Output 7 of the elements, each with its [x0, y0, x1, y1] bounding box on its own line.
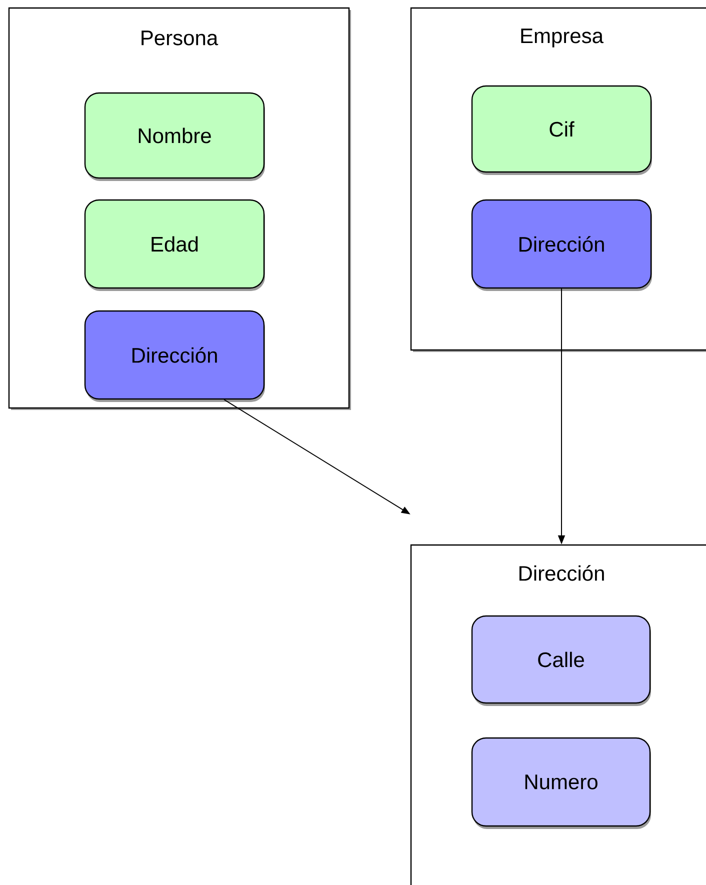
- attribute-box: Cif: [471, 85, 652, 175]
- attribute-box: Dirección: [84, 310, 265, 402]
- attribute-box: Nombre: [84, 92, 265, 181]
- attribute-box: Dirección: [471, 199, 652, 291]
- attribute-box: Numero: [471, 737, 652, 829]
- attribute-box: Calle: [471, 615, 652, 706]
- attribute-box: Edad: [84, 199, 265, 291]
